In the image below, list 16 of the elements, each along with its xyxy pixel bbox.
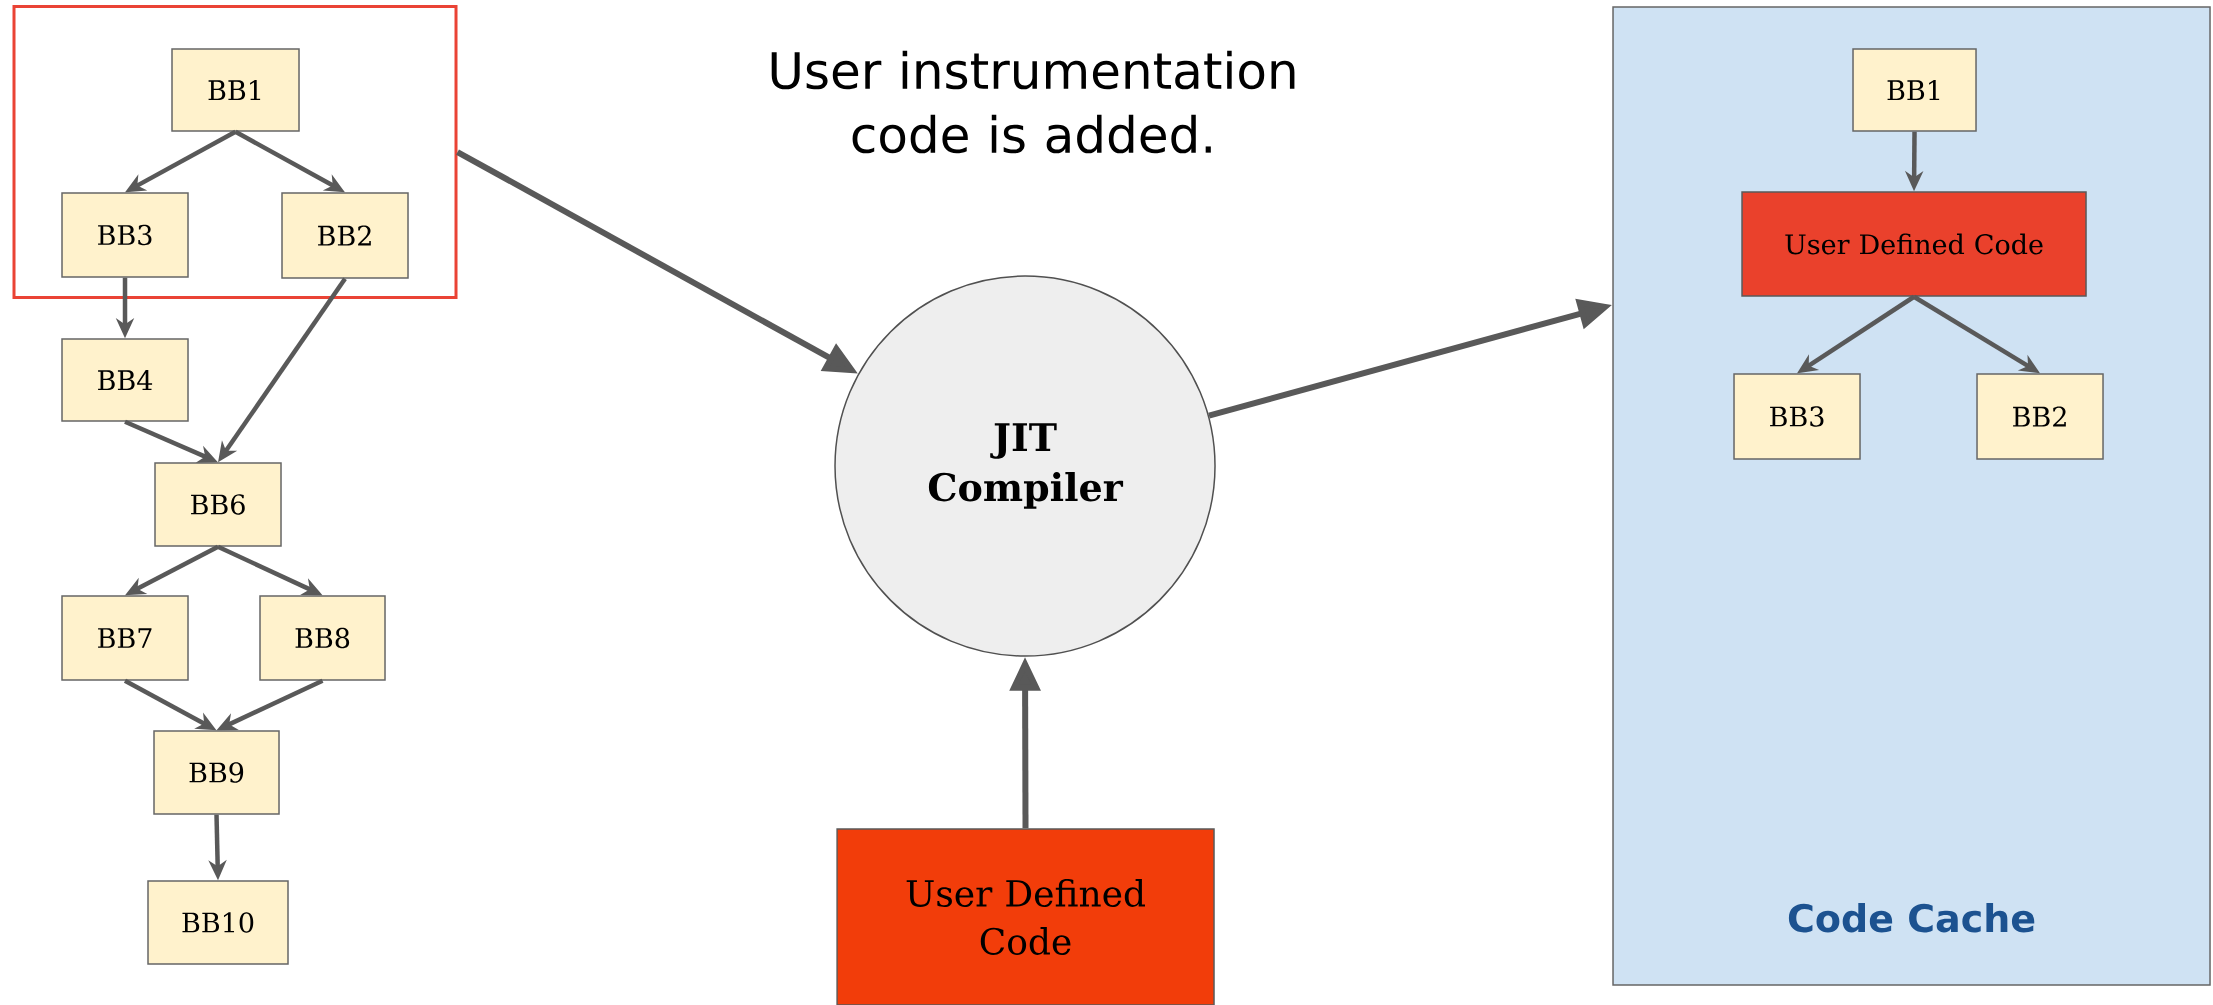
basic-block-box: BB2: [281, 192, 409, 279]
basic-block-box: BB3: [1733, 373, 1861, 460]
code-box: User Defined Code: [836, 828, 1215, 1005]
basic-block-box: BB8: [259, 595, 386, 681]
basic-block-box: BB9: [153, 730, 280, 815]
title: User instrumentation code is added.: [771, 50, 1295, 154]
basic-block-box: BB4: [61, 338, 189, 422]
basic-block-box: BB2: [1976, 373, 2104, 460]
basic-block-box: BB1: [171, 48, 300, 132]
basic-block-box: BB3: [61, 192, 189, 278]
selection-frame: [12, 5, 458, 299]
basic-block-box: BB10: [147, 880, 289, 965]
basic-block-box: BB1: [1852, 48, 1977, 132]
basic-block-box: BB7: [61, 595, 189, 681]
code-box: User Defined Code: [1741, 191, 2087, 297]
basic-block-box: BB6: [154, 462, 282, 547]
